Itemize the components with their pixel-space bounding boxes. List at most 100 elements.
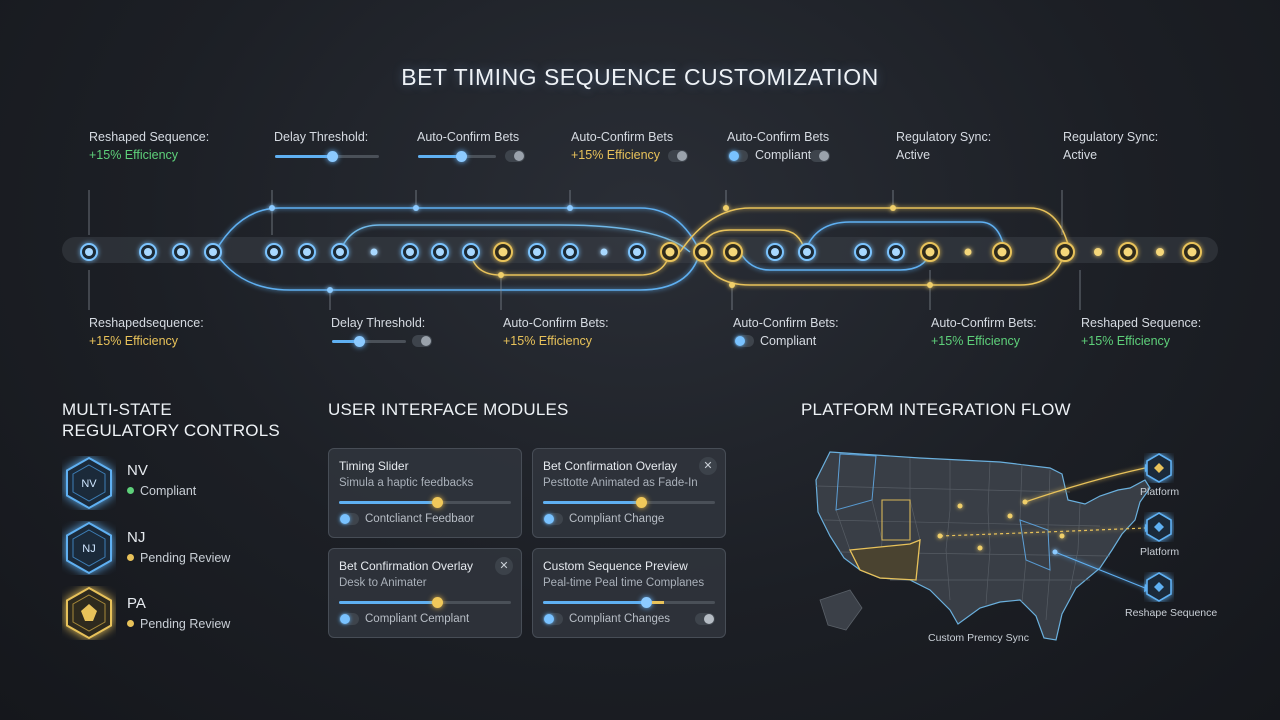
arc-upper-3 bbox=[679, 207, 1071, 253]
modules-heading: USER INTERFACE MODULES bbox=[328, 400, 569, 419]
slider-knob[interactable] bbox=[327, 151, 338, 162]
top-label-auto-confirm-1: Auto-Confirm Bets bbox=[417, 130, 520, 144]
bottom-label-auto-confirm-3: Auto-Confirm Bets: +15% Efficiency bbox=[931, 316, 1037, 348]
card-subtitle: Peal-time Peal time Complanes bbox=[543, 577, 705, 589]
timeline-node[interactable] bbox=[401, 243, 419, 261]
auto-confirm-toggle-1[interactable] bbox=[505, 150, 525, 162]
bottom-label-reshaped-sequence-1: Reshapedsequence: +15% Efficiency bbox=[89, 316, 204, 348]
platform-icon-3[interactable] bbox=[1144, 572, 1174, 602]
bottom-label-auto-confirm-1: Auto-Confirm Bets: +15% Efficiency bbox=[503, 316, 609, 348]
bottom-delay-slider[interactable] bbox=[332, 336, 406, 347]
platform-label-2: Platform bbox=[1140, 546, 1180, 558]
close-icon[interactable]: ✕ bbox=[699, 457, 717, 475]
slider-knob[interactable] bbox=[354, 336, 365, 347]
timeline-node[interactable] bbox=[204, 243, 222, 261]
timeline-node[interactable] bbox=[920, 242, 940, 262]
state-name-nv: NV bbox=[127, 462, 148, 479]
nv-badge-icon: NV bbox=[66, 456, 112, 510]
flow-line-3 bbox=[1054, 551, 1146, 589]
auto-confirm-slider[interactable] bbox=[418, 151, 496, 162]
state-status-nv: Compliant bbox=[127, 484, 196, 498]
slider-knob[interactable] bbox=[432, 597, 443, 608]
state-name-nj: NJ bbox=[127, 529, 146, 546]
status-dot bbox=[127, 487, 134, 494]
highlight-region-yellow bbox=[848, 538, 921, 581]
card-title: Custom Sequence Preview bbox=[543, 559, 688, 573]
timeline-node[interactable] bbox=[660, 242, 680, 262]
module-card-bet-confirmation-1[interactable]: Bet Confirmation Overlay ✕ Pesttotte Ani… bbox=[532, 448, 726, 538]
arc-lower-2 bbox=[469, 251, 671, 276]
card-footer: Compliant Change bbox=[569, 513, 665, 525]
map-caption: Custom Premcy Sync bbox=[928, 632, 1029, 644]
auto-confirm-toggle-2[interactable] bbox=[668, 150, 688, 162]
platform-icon-1[interactable] bbox=[1144, 453, 1174, 483]
card-title: Bet Confirmation Overlay bbox=[543, 459, 678, 473]
timeline-node[interactable] bbox=[265, 243, 283, 261]
timeline-node[interactable] bbox=[493, 242, 513, 262]
arc-lower-3 bbox=[699, 251, 1066, 286]
page-title: BET TIMING SEQUENCE CUSTOMIZATION bbox=[401, 64, 879, 90]
top-label-auto-confirm-2: Auto-Confirm Bets +15% Efficiency bbox=[571, 130, 674, 162]
bottom-delay-toggle[interactable] bbox=[412, 335, 432, 347]
timeline-node[interactable] bbox=[139, 243, 157, 261]
platform-icon-2[interactable] bbox=[1144, 512, 1174, 542]
slider-knob[interactable] bbox=[432, 497, 443, 508]
timeline-node[interactable] bbox=[80, 243, 98, 261]
card-toggle[interactable] bbox=[339, 613, 359, 625]
timeline-node[interactable] bbox=[298, 243, 316, 261]
delay-threshold-slider[interactable] bbox=[275, 151, 379, 162]
timeline-node[interactable] bbox=[1118, 242, 1138, 262]
arc-upper-4 bbox=[699, 229, 806, 253]
module-card-timing-slider[interactable]: Timing Slider Simula a haptic feedbacks … bbox=[328, 448, 522, 538]
bottom-label-delay-threshold: Delay Threshold: bbox=[331, 316, 426, 330]
card-subtitle: Desk to Animater bbox=[339, 577, 427, 589]
auto-confirm-toggle-3[interactable] bbox=[810, 150, 830, 162]
top-label-reshaped-sequence: Reshaped Sequence: +15% Efficiency bbox=[89, 130, 210, 162]
timeline-node[interactable] bbox=[798, 243, 816, 261]
bottom-label-reshaped-sequence-2: Reshaped Sequence: +15% Efficiency bbox=[1081, 316, 1202, 348]
card-title: Timing Slider bbox=[339, 459, 409, 473]
timeline-node[interactable] bbox=[172, 243, 190, 261]
timeline-node[interactable] bbox=[992, 242, 1012, 262]
pa-badge-icon bbox=[66, 586, 112, 640]
module-card-bet-confirmation-2[interactable]: Bet Confirmation Overlay ✕ Desk to Anima… bbox=[328, 548, 522, 638]
timeline-node[interactable] bbox=[462, 243, 480, 261]
arc-upper-5 bbox=[804, 221, 1006, 253]
regulatory-heading: MULTI-STATE REGULATORY CONTROLS bbox=[62, 400, 280, 440]
timeline-node[interactable] bbox=[431, 243, 449, 261]
card-toggle-right[interactable] bbox=[695, 613, 715, 625]
timeline-node[interactable] bbox=[331, 243, 349, 261]
timeline-node[interactable] bbox=[693, 242, 713, 262]
platform-label-1: Platform bbox=[1140, 486, 1180, 498]
timeline-node[interactable] bbox=[887, 243, 905, 261]
card-slider[interactable] bbox=[339, 497, 511, 508]
card-slider[interactable] bbox=[543, 497, 715, 508]
timeline-node[interactable] bbox=[628, 243, 646, 261]
card-toggle[interactable] bbox=[543, 613, 563, 625]
arc-upper-2 bbox=[339, 224, 691, 253]
timeline-node[interactable] bbox=[528, 243, 546, 261]
card-toggle[interactable] bbox=[339, 513, 359, 525]
card-slider[interactable] bbox=[339, 597, 511, 608]
status-dot bbox=[127, 620, 134, 627]
timeline-node[interactable] bbox=[1055, 242, 1075, 262]
timeline-node[interactable] bbox=[561, 243, 579, 261]
slider-knob[interactable] bbox=[636, 497, 647, 508]
timeline-node[interactable] bbox=[854, 243, 872, 261]
slider-knob[interactable] bbox=[641, 597, 652, 608]
bottom-compliant-toggle[interactable] bbox=[734, 335, 754, 347]
card-title: Bet Confirmation Overlay bbox=[339, 559, 474, 573]
card-toggle[interactable] bbox=[543, 513, 563, 525]
svg-text:NV: NV bbox=[81, 478, 97, 490]
timeline-node[interactable] bbox=[766, 243, 784, 261]
arc-upper-1 bbox=[214, 207, 701, 253]
timeline-node[interactable] bbox=[1182, 242, 1202, 262]
compliant-toggle-top[interactable] bbox=[728, 150, 748, 162]
card-slider[interactable] bbox=[543, 597, 715, 608]
flow-line-2 bbox=[939, 527, 1146, 537]
module-card-custom-sequence-preview[interactable]: Custom Sequence Preview Peal-time Peal t… bbox=[532, 548, 726, 638]
timeline-node[interactable] bbox=[723, 242, 743, 262]
svg-text:NJ: NJ bbox=[82, 543, 95, 555]
close-icon[interactable]: ✕ bbox=[495, 557, 513, 575]
slider-knob[interactable] bbox=[456, 151, 467, 162]
